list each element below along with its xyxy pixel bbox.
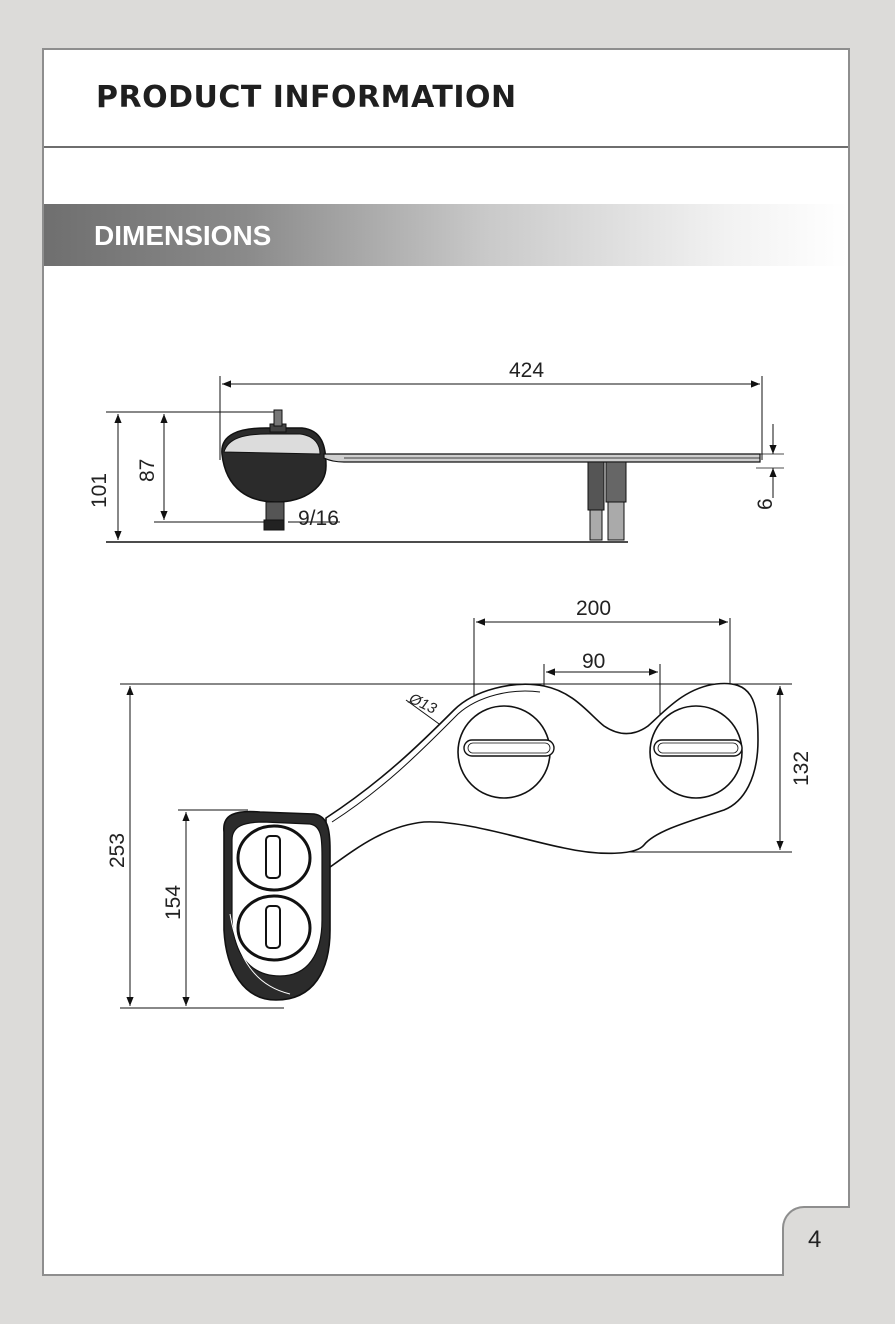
dim-control-depth: 154 [162,885,185,920]
dim-slot-gap: 90 [582,650,605,673]
manual-page: PRODUCT INFORMATION DIMENSIONS [42,48,850,1276]
dim-plate-depth: 132 [790,751,813,786]
dim-body-height: 87 [136,459,159,482]
side-view [106,376,784,542]
page-number: 4 [808,1226,821,1254]
dim-thread-size: 9/16 [298,507,339,530]
dim-total-height: 101 [88,473,111,508]
top-view [120,618,792,1008]
dim-plate-thickness: 6 [754,498,777,510]
dim-slot-diameter: Ø13 [405,690,439,718]
dim-slot-span: 200 [576,597,611,620]
page-number-tab: 4 [782,1206,850,1276]
dimension-drawing: 424 101 87 9/16 6 [44,50,848,1274]
dim-overall-depth: 253 [106,833,129,868]
dim-total-length: 424 [509,359,544,382]
